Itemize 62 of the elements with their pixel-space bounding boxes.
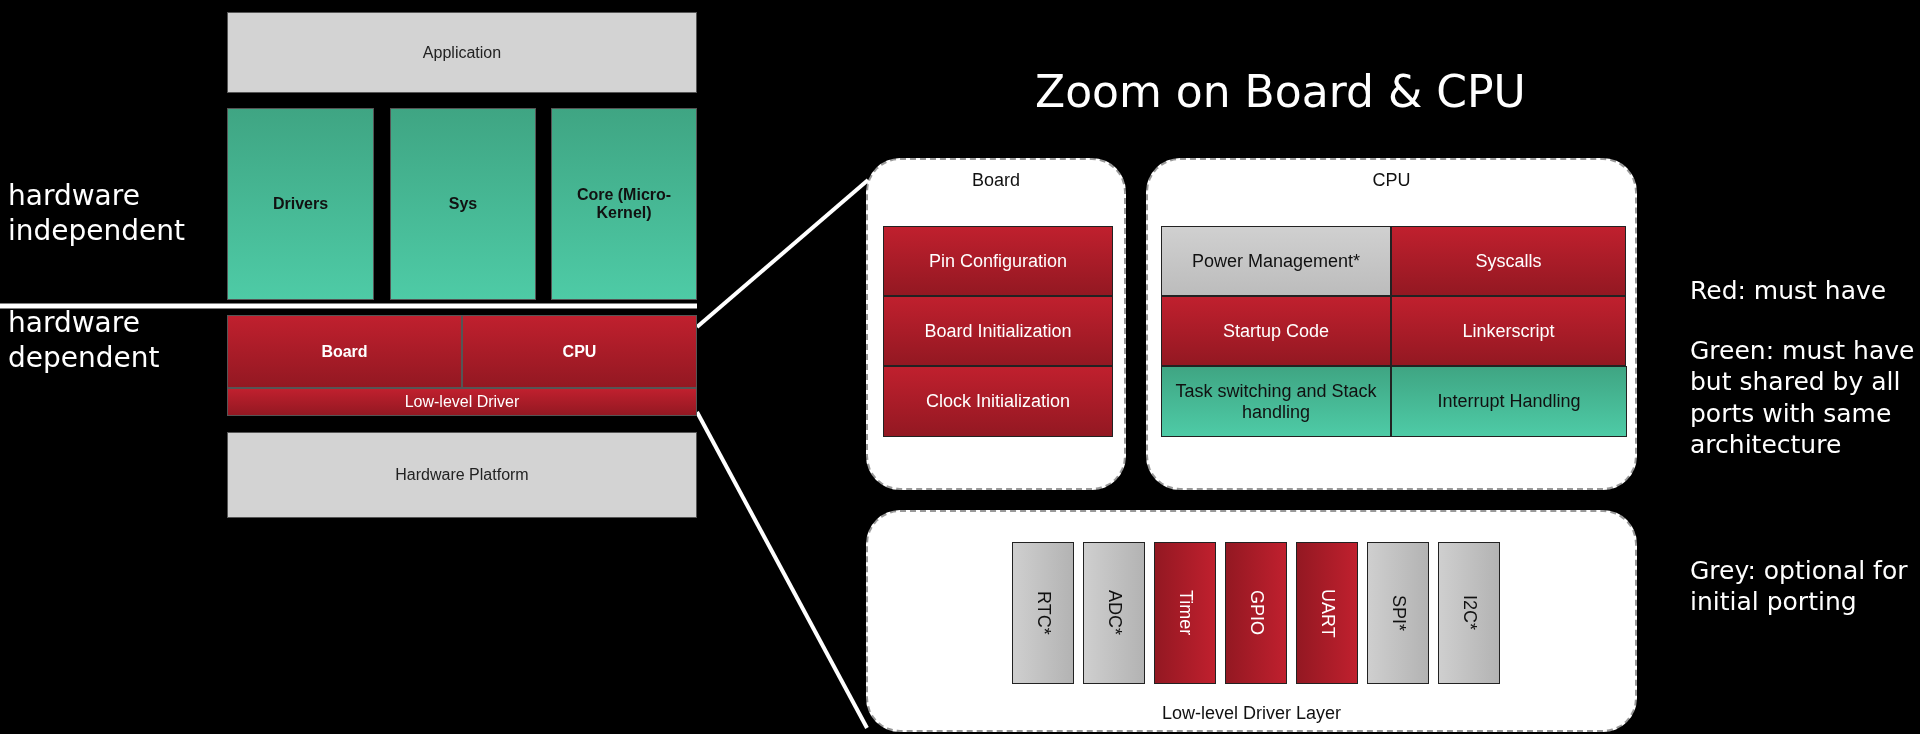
driver-box [1083, 542, 1145, 684]
box-label: Interrupt Handling [1436, 391, 1582, 412]
box-label: Clock Initialization [924, 391, 1072, 412]
module-box [227, 108, 374, 300]
note: Green: must have but shared by all ports with same architecture [1690, 335, 1916, 460]
layer-box [227, 432, 697, 518]
driver-box [1438, 542, 1500, 684]
component-box [1391, 366, 1627, 437]
zoom-line [695, 178, 870, 329]
panel [1146, 158, 1637, 490]
box-label: UART [1316, 588, 1338, 638]
box-label: ADC* [1103, 590, 1125, 636]
box-label: Sys [448, 195, 478, 213]
panel [866, 510, 1637, 732]
box-label: Low-level Driver [404, 393, 520, 411]
driver-box [1225, 542, 1287, 684]
box-label: Hardware Platform [395, 466, 529, 484]
box-label: I2C* [1458, 595, 1480, 631]
module-box [462, 315, 697, 388]
heading: Zoom on Board & CPU [1035, 66, 1526, 117]
component-box [883, 226, 1113, 296]
layer-box [227, 12, 697, 93]
panel-title: CPU [1371, 170, 1412, 191]
box-label: Drivers [272, 195, 329, 213]
layer-box [227, 388, 697, 416]
component-box [1391, 296, 1626, 366]
box-label: Syscalls [1474, 250, 1543, 272]
component-box [1161, 296, 1391, 366]
box-label: Power Management* [1190, 250, 1362, 272]
component-box [883, 366, 1113, 437]
note: Red: must have [1690, 275, 1888, 307]
box-label: GPIO [1245, 590, 1267, 636]
side-label: hardware independent [8, 178, 186, 248]
box-label: Application [422, 43, 502, 62]
box-label: RTC* [1032, 591, 1054, 635]
box-label: Core (Micro-Kernel) [575, 186, 673, 222]
component-box [1391, 226, 1626, 296]
box-label: Task switching and Stack handling [1174, 380, 1378, 423]
panel-title: Low-level Driver Layer [1160, 703, 1343, 724]
box-label: Startup Code [1221, 320, 1331, 342]
component-box [1161, 226, 1391, 296]
driver-box [1367, 542, 1429, 684]
box-label: Board [321, 342, 368, 361]
panel [866, 158, 1126, 490]
driver-box [1296, 542, 1358, 684]
zoom-line [695, 411, 869, 729]
panel-title: Board [970, 170, 1021, 191]
box-label: CPU [562, 342, 597, 361]
module-box [390, 108, 536, 300]
component-box [883, 296, 1113, 366]
side-label: hardware dependent [8, 305, 161, 375]
note: Grey: optional for initial porting [1690, 555, 1909, 618]
box-label: Board Initialization [923, 320, 1073, 342]
box-label: Pin Configuration [927, 250, 1069, 272]
component-box [1161, 366, 1391, 437]
module-box [227, 315, 462, 388]
driver-box [1154, 542, 1216, 684]
module-box [551, 108, 697, 300]
box-label: Timer [1174, 590, 1196, 636]
box-label: Linkerscript [1461, 320, 1556, 342]
box-label: SPI* [1387, 595, 1409, 631]
driver-box [1012, 542, 1074, 684]
